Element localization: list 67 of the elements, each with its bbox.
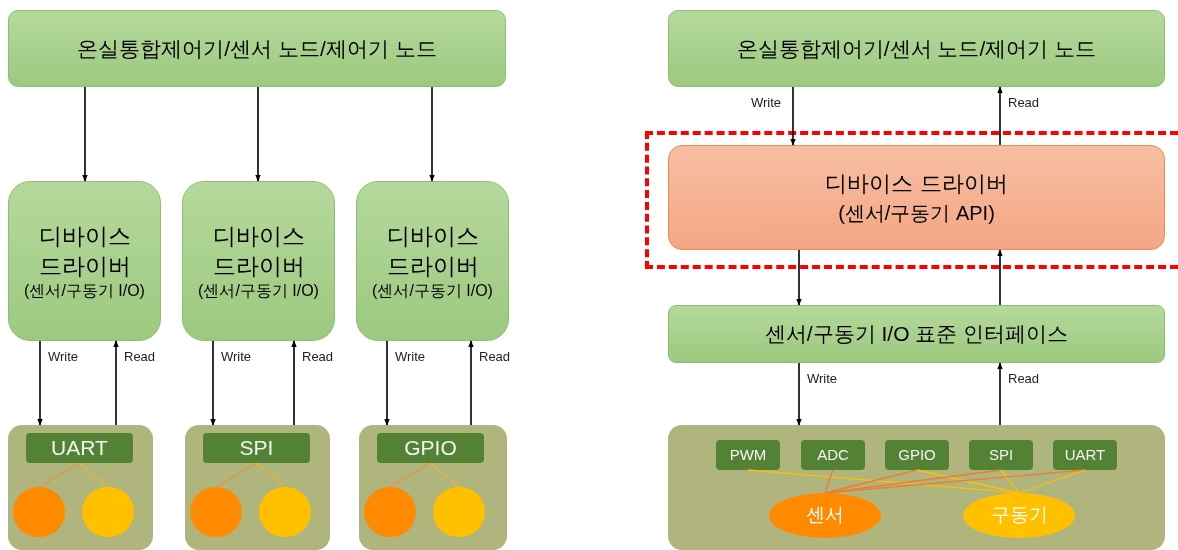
connector-line: [824, 469, 834, 494]
hardware-panel: [185, 425, 330, 550]
arrow: [384, 340, 390, 426]
process-box: [8, 10, 506, 87]
node-text: GPIO: [404, 435, 457, 462]
highlight-frame: [645, 131, 1178, 269]
arrow: [429, 86, 435, 182]
connector-line: [215, 462, 258, 488]
node-text: (센서/구동기 API): [838, 200, 995, 226]
arrow: [468, 340, 474, 426]
process-box: [356, 181, 509, 341]
connector-line: [38, 462, 81, 488]
hardware-panel: [8, 425, 153, 550]
node-text: UART: [1064, 444, 1106, 465]
interface-box: [969, 440, 1033, 470]
connector-line: [429, 462, 460, 488]
node-text: 구동기: [990, 503, 1048, 528]
node-text: 디바이스 드라이버: [385, 222, 480, 281]
connector-line: [78, 462, 109, 488]
connector-line: [1018, 469, 1086, 494]
process-box: [668, 10, 1165, 87]
hardware-panel: [359, 425, 507, 550]
arrow: [37, 340, 43, 426]
node-text: 온실통합제어기/센서 노드/제어기 노드: [77, 35, 437, 62]
node-text: (센서/구동기 I/O): [23, 281, 146, 301]
interface-box: [203, 433, 310, 463]
interface-box: [885, 440, 949, 470]
interface-box: [716, 440, 780, 470]
node-text: 디바이스 드라이버: [211, 222, 306, 281]
arrow: [255, 86, 261, 182]
node-text: PWM: [729, 444, 767, 465]
node-text: ADC: [817, 444, 849, 465]
arrow: [210, 340, 216, 426]
node-text: 디바이스 드라이버: [825, 169, 1008, 198]
node-text: UART: [51, 435, 108, 462]
connector-line: [916, 469, 1020, 494]
node-text: 디바이스 드라이버: [37, 222, 132, 281]
connector-line: [255, 462, 286, 488]
arrow: [796, 362, 802, 426]
arrow: [82, 86, 88, 182]
hardware-panel: [668, 425, 1165, 550]
connector-line: [1000, 469, 1020, 494]
node-text: 센서/구동기 I/O 표준 인터페이스: [764, 321, 1069, 348]
node-text: GPIO: [898, 444, 936, 465]
node-text: 센서: [806, 503, 844, 528]
arrow: [291, 340, 297, 426]
process-box: [182, 181, 335, 341]
process-box: [668, 305, 1165, 363]
connector-line: [824, 469, 1086, 494]
arrow: [997, 362, 1003, 426]
process-box: [8, 181, 161, 341]
arrow: [790, 86, 796, 146]
interface-box: [801, 440, 865, 470]
connector-line: [389, 462, 432, 488]
node-text: SPI: [239, 435, 274, 462]
interface-box: [26, 433, 133, 463]
node-text: (센서/구동기 I/O): [371, 281, 494, 301]
process-box: [668, 145, 1165, 250]
node-text: (센서/구동기 I/O): [197, 281, 320, 301]
interface-box: [377, 433, 484, 463]
arrow: [997, 86, 1003, 146]
arrow: [796, 249, 802, 306]
arrow: [997, 249, 1003, 306]
node-text: SPI: [988, 444, 1014, 465]
node-text: 온실통합제어기/센서 노드/제어기 노드: [736, 35, 1097, 62]
interface-box: [1053, 440, 1117, 470]
arrow: [113, 340, 119, 426]
